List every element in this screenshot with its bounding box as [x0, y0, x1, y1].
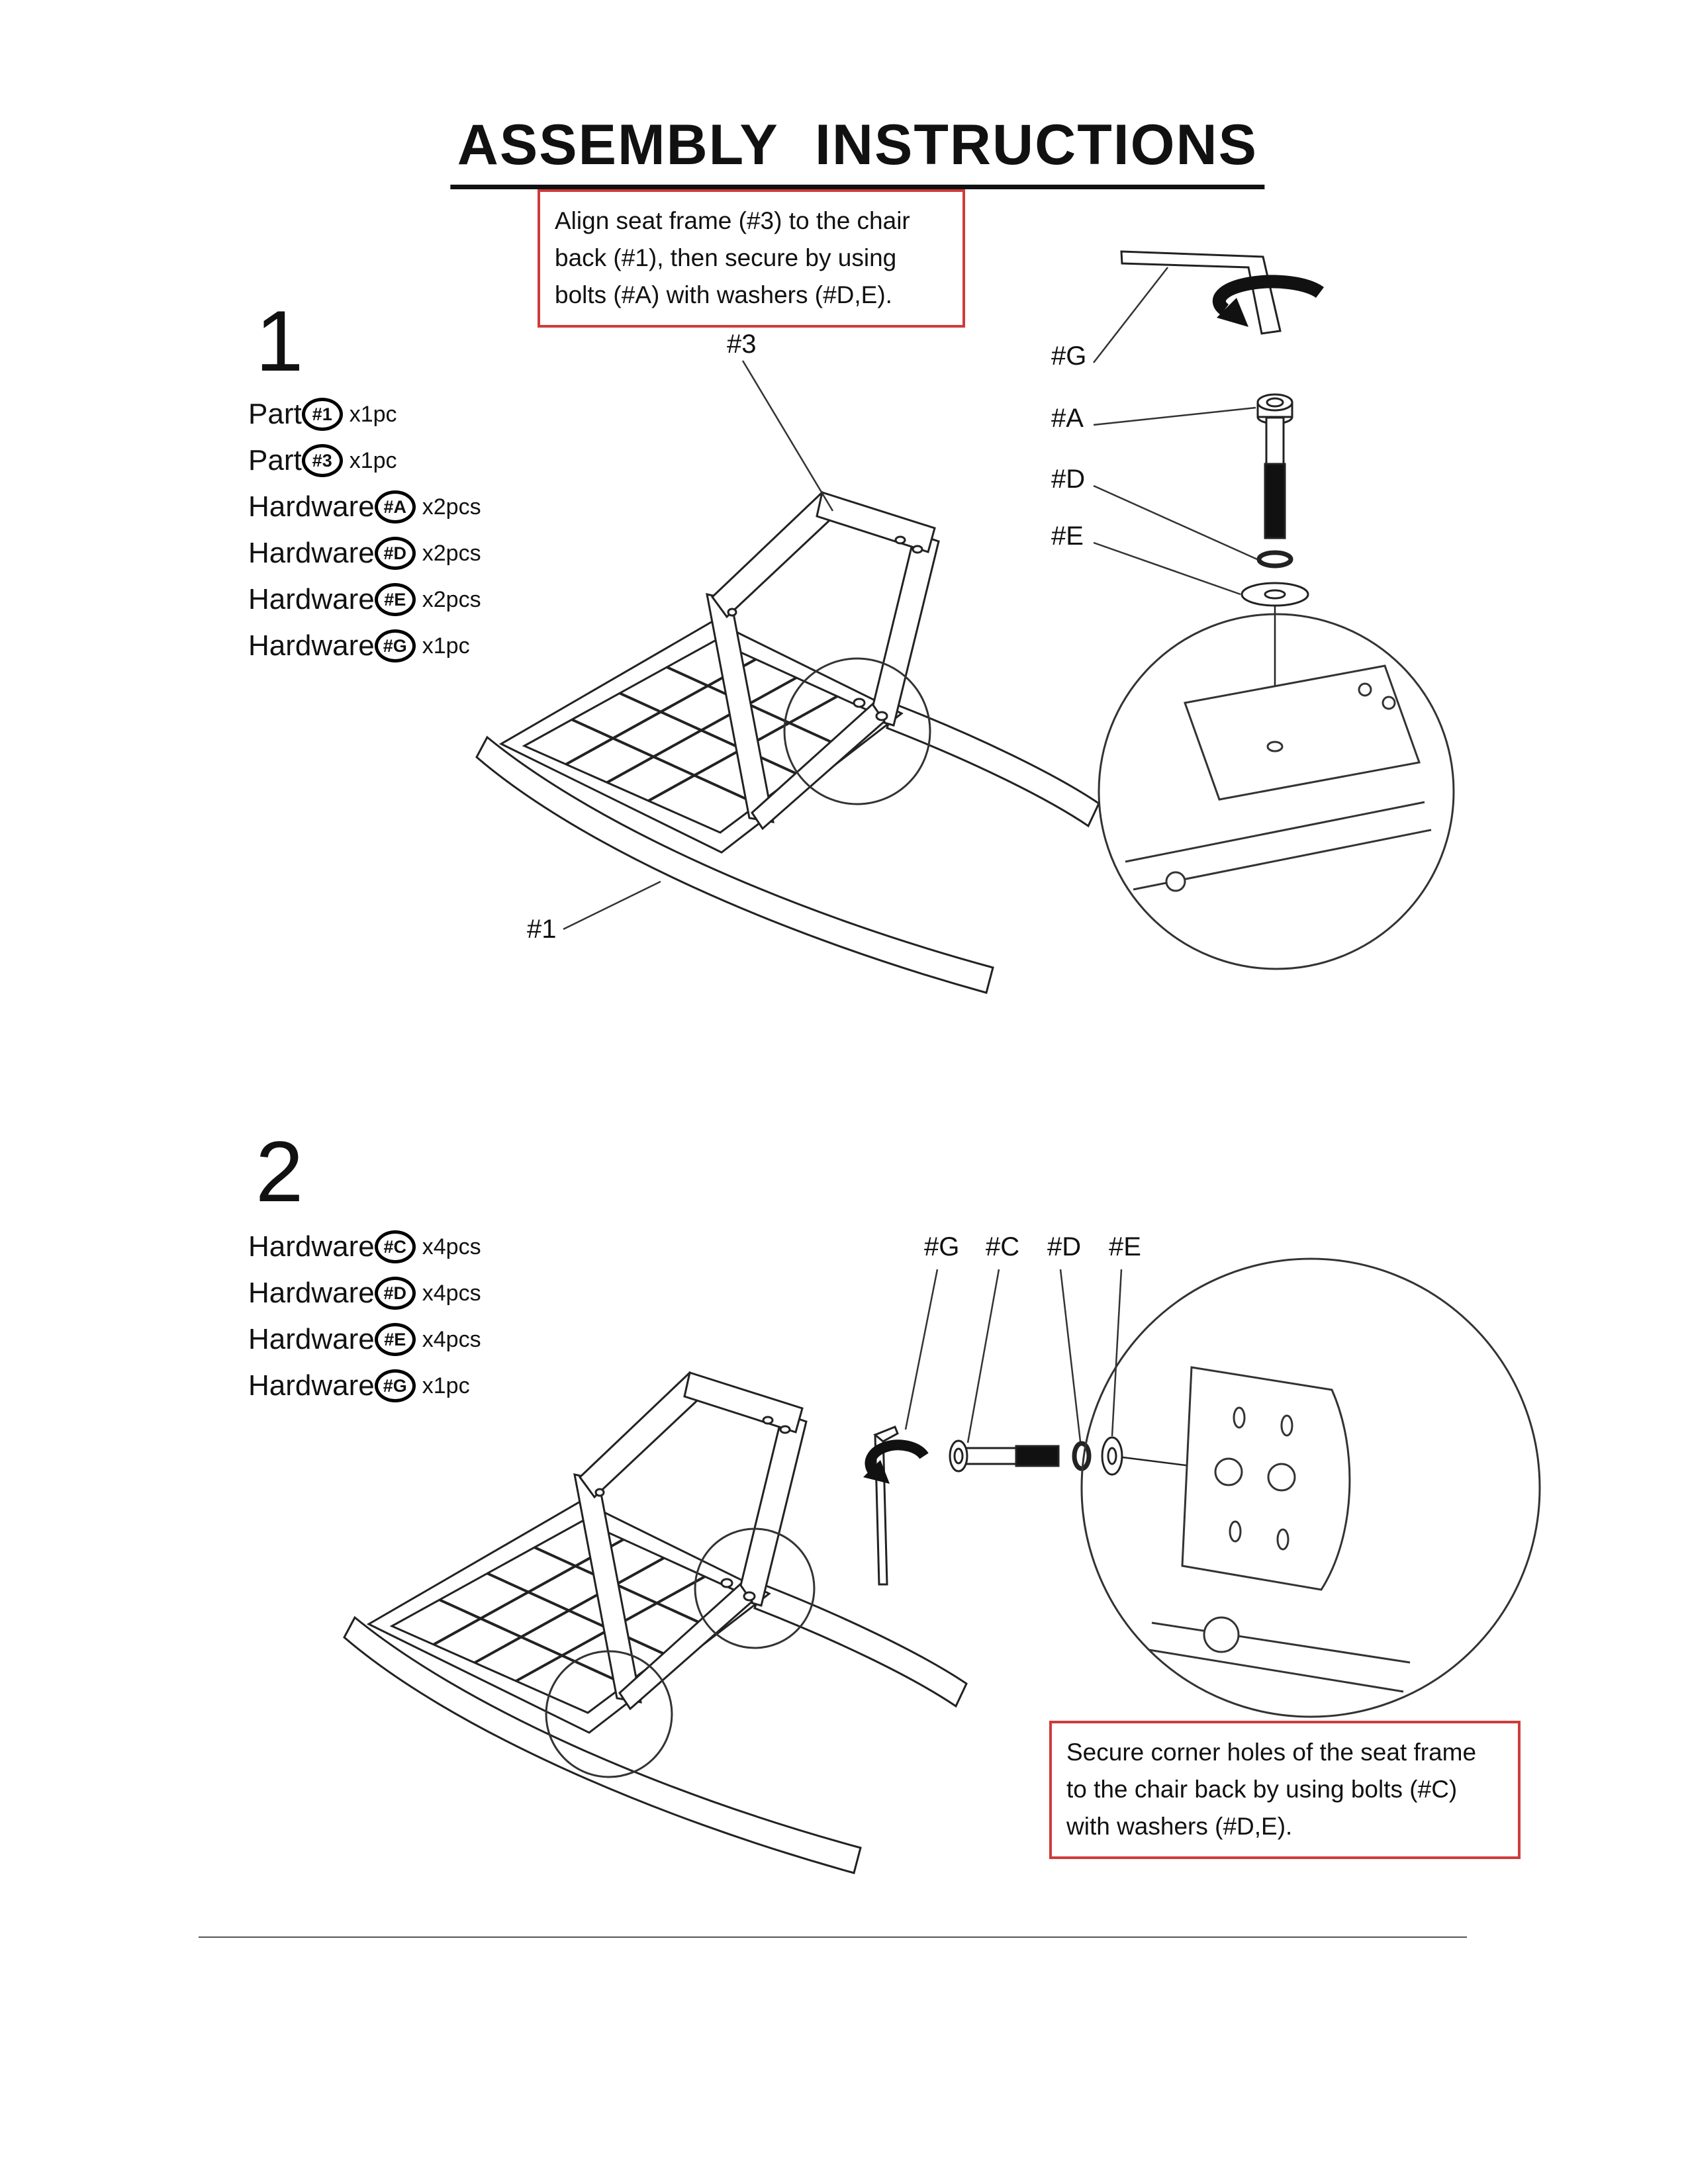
part-qty: x1pc: [349, 447, 397, 473]
parts-list-row: Hardware #E x2pcs: [248, 582, 481, 617]
parts-list-row: Part #1 x1pc: [248, 397, 481, 432]
page-title: ASSEMBLY INSTRUCTIONS: [450, 113, 1265, 189]
parts-list-row: Hardware #C x4pcs: [248, 1230, 481, 1264]
label-seat-frame: #3: [727, 330, 757, 359]
step1-chair-illustration: [477, 492, 1099, 993]
step2-note-box: Secure corner holes of the seat frame to…: [1049, 1721, 1521, 1859]
part-code-badge: #C: [374, 1230, 416, 1263]
footer-divider: [199, 1936, 1467, 1938]
label-hardware-g2: #G: [924, 1232, 960, 1261]
part-type-label: Hardware: [248, 1369, 375, 1402]
label-chair-back: #1: [527, 915, 557, 944]
step1-note-box: Align seat frame (#3) to the chair back …: [538, 189, 965, 328]
label-hardware-e: #E: [1051, 522, 1084, 551]
parts-list-row: Hardware #D x4pcs: [248, 1276, 481, 1310]
step1-parts-list: Part #1 x1pc Part #3 x1pc Hardware #A x2…: [248, 397, 481, 675]
part-code-badge: #G: [374, 629, 416, 662]
part-qty: x4pcs: [422, 1234, 481, 1259]
part-type-label: Part: [248, 398, 302, 430]
part-qty: x4pcs: [422, 1326, 481, 1352]
step1-zoom-detail: [1098, 613, 1455, 970]
part-type-label: Hardware: [248, 1277, 375, 1309]
parts-list-row: Hardware #G x1pc: [248, 629, 481, 663]
label-hardware-d: #D: [1051, 465, 1086, 494]
step2-zoom-detail: [1080, 1257, 1541, 1718]
step2-chair-illustration: [344, 1373, 966, 1873]
part-code-badge: #E: [374, 1323, 416, 1356]
part-type-label: Hardware: [248, 490, 375, 523]
part-type-label: Hardware: [248, 537, 375, 569]
label-hardware-e2: #E: [1109, 1232, 1141, 1261]
part-code-badge: #G: [374, 1369, 416, 1402]
label-hardware-c: #C: [986, 1232, 1020, 1261]
step1-leader-lines: [563, 267, 1258, 931]
step1-bolt-washers-icon: [1241, 393, 1309, 741]
part-code-badge: #A: [374, 490, 416, 523]
label-hardware-d2: #D: [1047, 1232, 1082, 1261]
part-code-badge: #3: [301, 444, 343, 477]
step2-parts-list: Hardware #C x4pcs Hardware #D x4pcs Hard…: [248, 1230, 481, 1415]
part-code-badge: #D: [374, 1277, 416, 1310]
part-type-label: Hardware: [248, 1323, 375, 1355]
part-type-label: Hardware: [248, 1230, 375, 1263]
part-type-label: Hardware: [248, 583, 375, 615]
step2-leader-lines: [904, 1269, 1123, 1443]
step1-allen-key-icon: [1120, 250, 1324, 335]
step2-bolt-washers-icon: [949, 1436, 1228, 1476]
parts-list-row: Hardware #D x2pcs: [248, 536, 481, 570]
part-qty: x2pcs: [422, 494, 481, 520]
part-code-badge: #E: [374, 583, 416, 616]
step2-allen-key-icon: [863, 1426, 929, 1586]
part-code-badge: #1: [301, 398, 343, 431]
part-qty: x1pc: [422, 633, 470, 659]
parts-list-row: Hardware #G x1pc: [248, 1369, 481, 1403]
part-type-label: Part: [248, 444, 302, 477]
part-code-badge: #D: [374, 537, 416, 570]
part-qty: x4pcs: [422, 1280, 481, 1306]
part-qty: x1pc: [422, 1373, 470, 1398]
label-hardware-g: #G: [1051, 341, 1087, 371]
parts-list-row: Hardware #E x4pcs: [248, 1322, 481, 1357]
label-hardware-a: #A: [1051, 404, 1084, 433]
parts-list-row: Hardware #A x2pcs: [248, 490, 481, 524]
part-type-label: Hardware: [248, 629, 375, 662]
part-qty: x1pc: [349, 401, 397, 427]
part-qty: x2pcs: [422, 540, 481, 566]
step1-number: 1: [256, 293, 304, 389]
parts-list-row: Part #3 x1pc: [248, 443, 481, 478]
part-qty: x2pcs: [422, 586, 481, 612]
step2-number: 2: [256, 1123, 304, 1220]
